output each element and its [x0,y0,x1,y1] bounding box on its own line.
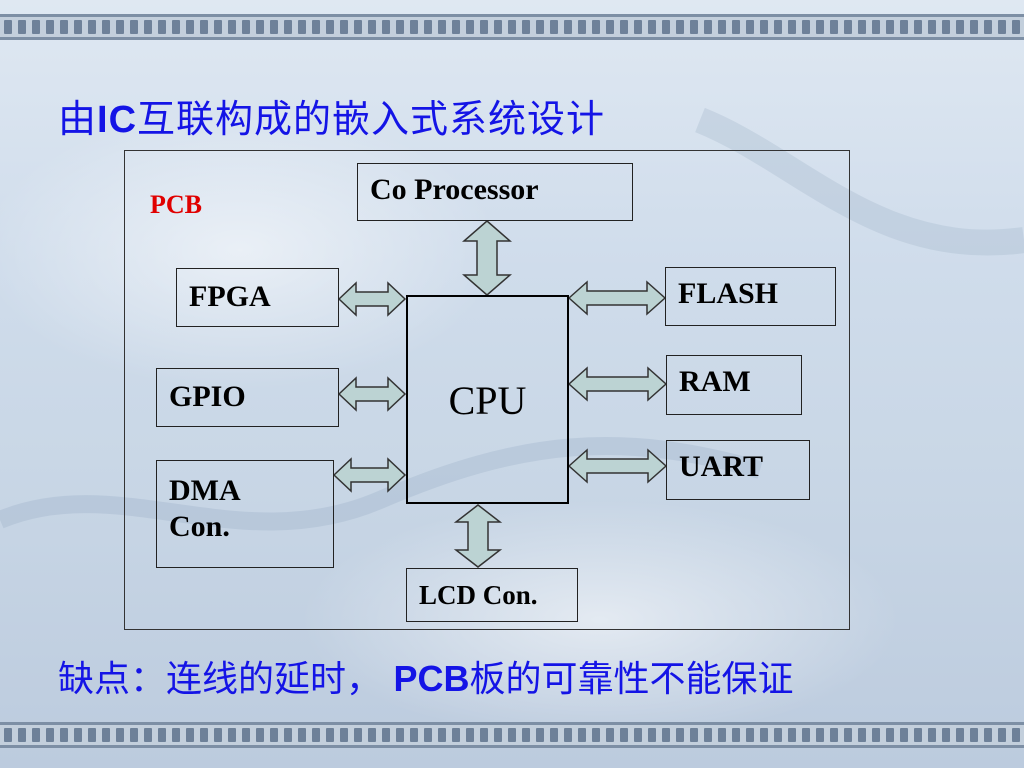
cpu-block: CPU [406,295,569,504]
lcd-block: LCD Con. [406,568,578,622]
dma-block: DMA Con. [156,460,334,568]
ram-label: RAM [679,365,751,398]
slide-footer: 缺点：连线的延时， PCB板的可靠性不能保证 [58,650,794,702]
arrow-cpu-flash [567,280,667,316]
pcb-label: PCB [150,190,202,219]
title-latin: IC [97,99,138,141]
arrow-dma-cpu [332,457,407,493]
dma-label-line2: Con. [169,510,230,543]
pcb-frame [124,150,850,630]
bottom-decorative-band [0,722,1024,748]
cpu-label: CPU [448,378,527,423]
co-processor-label: Co Processor [370,173,539,206]
arrow-coprocessor-cpu [461,220,513,296]
flash-block: FLASH [665,267,836,326]
footer-latin: PCB [393,658,470,699]
top-decorative-band [0,14,1024,40]
ram-block: RAM [666,355,802,415]
footer-part2: 板的可靠性不能保证 [469,659,794,700]
arrow-cpu-uart [567,448,668,484]
slide-title: 由IC互联构成的嵌入式系统设计 [58,88,605,143]
fpga-label: FPGA [189,280,271,313]
arrow-fpga-cpu [337,281,407,317]
footer-part1: 缺点：连线的延时， [58,659,383,700]
arrow-cpu-ram [567,366,668,402]
uart-label: UART [679,450,763,483]
arrow-gpio-cpu [337,376,407,412]
gpio-label: GPIO [169,380,246,413]
uart-block: UART [666,440,810,500]
co-processor-block: Co Processor [357,163,633,221]
title-prefix: 由 [58,97,98,141]
lcd-label: LCD Con. [419,580,538,610]
title-suffix: 互联构成的嵌入式系统设计 [137,97,606,141]
arrow-cpu-lcd [453,504,503,568]
dma-label-line1: DMA [169,474,241,507]
flash-label: FLASH [678,277,779,310]
fpga-block: FPGA [176,268,339,327]
gpio-block: GPIO [156,368,339,427]
